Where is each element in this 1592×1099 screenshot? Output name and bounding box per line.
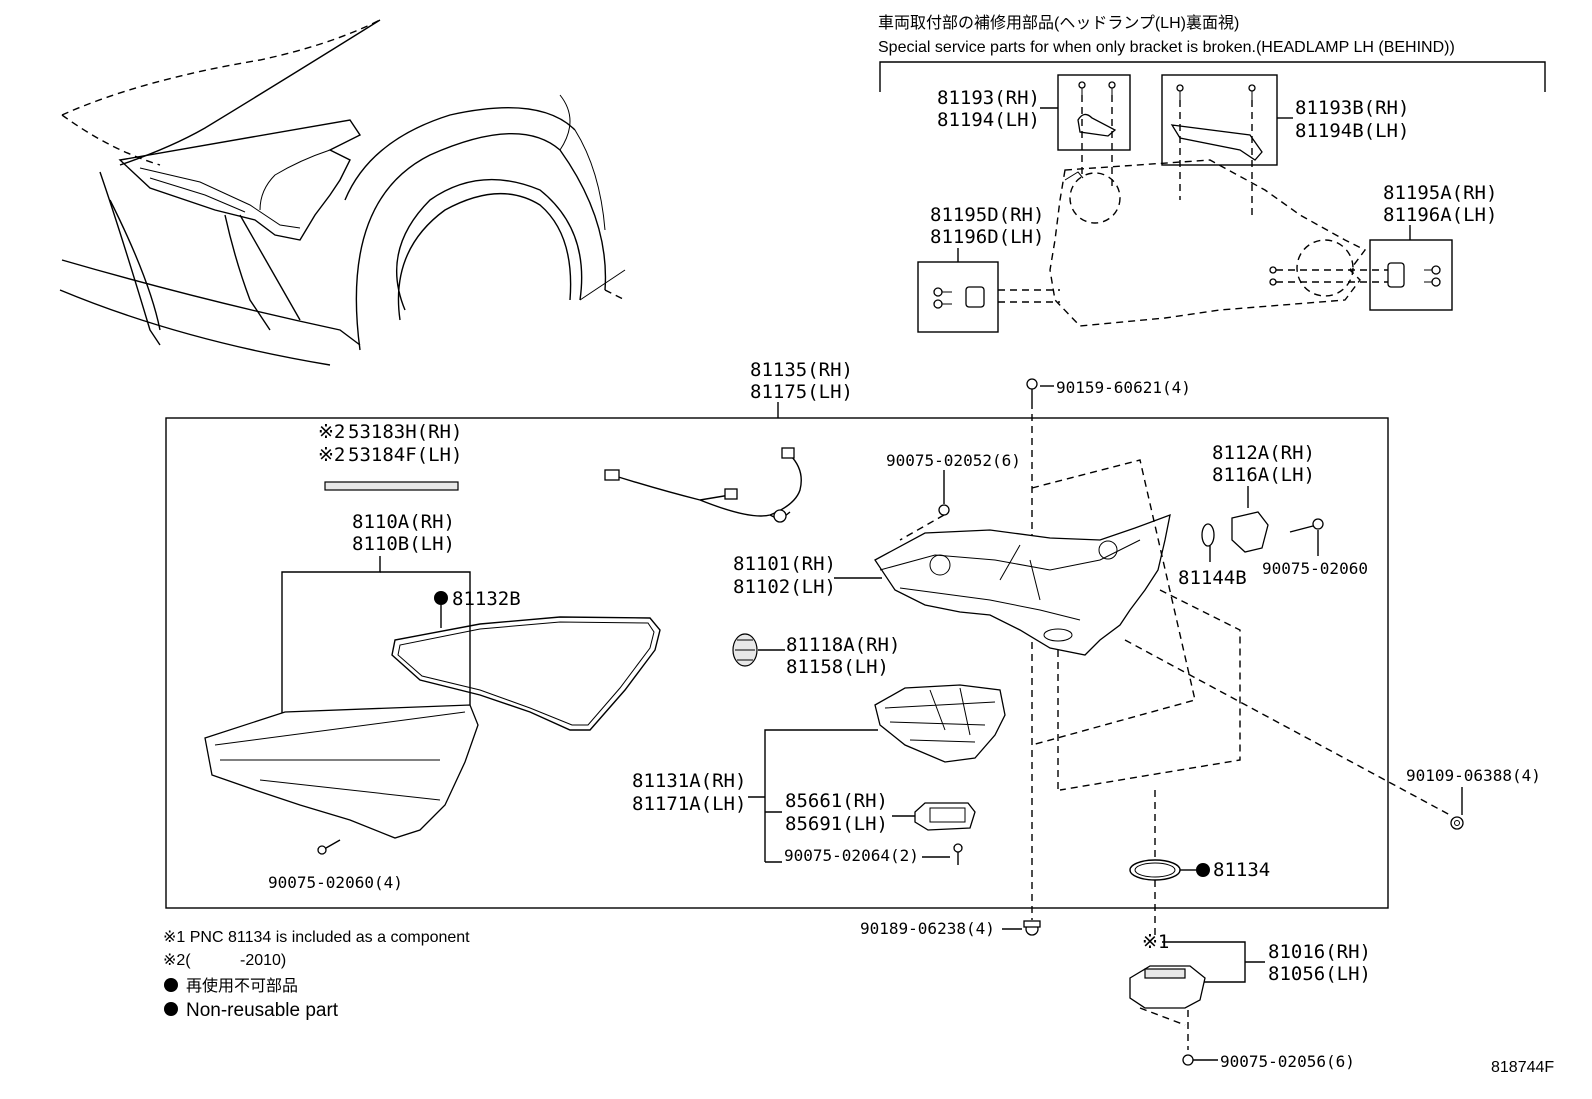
label-8110A: 8110A(RH) <box>352 511 455 533</box>
screw-icon <box>317 839 341 855</box>
label-8116A: 8116A(LH) <box>1212 464 1315 486</box>
label-81194: 81194(LH) <box>937 109 1040 131</box>
label-81118A: 81118A(RH) <box>786 634 900 656</box>
label-8112A: 8112A(RH) <box>1212 442 1315 464</box>
label-81158: 81158(LH) <box>786 656 889 678</box>
screw-icon <box>1424 265 1441 275</box>
label-81132B: 81132B <box>452 588 521 610</box>
headlamp-lens-8110A <box>204 704 479 839</box>
bolt-icon <box>1450 816 1464 830</box>
mark-2a: ※2 <box>318 421 345 443</box>
label-90189: 90189-06238(4) <box>860 919 995 938</box>
bracket-81193 <box>1077 113 1117 137</box>
car-front-illustration <box>59 19 626 366</box>
headlamp-assembly-group: 81135(RH) 81175(LH) 90159-60621(4) ※2 53… <box>165 359 1451 935</box>
label-85691: 85691(LH) <box>785 813 888 835</box>
screw-icon <box>1078 81 1086 95</box>
note-2-year: -2010) <box>240 952 286 969</box>
bracket-81195D-box <box>917 261 999 333</box>
label-53184F: 53184F(LH) <box>348 444 462 466</box>
screw-icon <box>938 498 950 516</box>
molding-strip-53183H <box>324 481 459 491</box>
non-reusable-dot-icon <box>1196 863 1210 877</box>
bracket-81195A <box>1387 262 1405 288</box>
label-81175: 81175(LH) <box>750 381 853 403</box>
screw-icon <box>1289 518 1324 533</box>
screw-icon <box>933 287 952 297</box>
label-90075-02056: 90075-02056(6) <box>1220 1052 1355 1071</box>
gasket-81132B <box>391 616 661 731</box>
label-81135: 81135(RH) <box>750 359 853 381</box>
label-81196A: 81196A(LH) <box>1383 204 1497 226</box>
label-81056: 81056(LH) <box>1268 963 1371 985</box>
bolt-icon <box>1026 378 1038 402</box>
screw-icon <box>933 299 952 309</box>
screw-icon <box>1248 84 1256 100</box>
non-reusable-dot-icon <box>164 978 178 992</box>
assembly-frame <box>165 417 1389 909</box>
non-reusable-dot-icon <box>434 591 448 605</box>
bracket-81195A-box <box>1369 239 1453 311</box>
notes: ※1 PNC 81134 is included as a component … <box>163 929 470 1021</box>
label-81195A: 81195A(RH) <box>1383 182 1497 204</box>
mark-1: ※1 <box>1142 931 1169 953</box>
note-2-mark: ※2( <box>163 952 191 969</box>
o-ring-81144B <box>1201 523 1215 547</box>
label-81144B: 81144B <box>1178 567 1247 589</box>
bracket-inset: 車両取付部の補修用部品(ヘッドランプ(LH)裏面視) Special servi… <box>878 13 1546 333</box>
wire-harness-81135 <box>611 454 802 521</box>
screw-icon <box>1424 277 1441 287</box>
bracket-81193-box <box>1057 74 1131 151</box>
inset-title-jp: 車両取付部の補修用部品(ヘッドランプ(LH)裏面視) <box>878 13 1239 32</box>
label-81196D: 81196D(LH) <box>930 226 1044 248</box>
bracket-81193B <box>1170 124 1263 161</box>
label-81101: 81101(RH) <box>733 553 836 575</box>
label-81131A: 81131A(RH) <box>632 770 746 792</box>
socket-8112A <box>1231 511 1269 553</box>
screw-icon <box>1108 81 1116 95</box>
label-90075-02060: 90075-02060 <box>1262 559 1368 578</box>
mark-2b: ※2 <box>318 444 345 466</box>
bracket-81193B-box <box>1161 74 1278 166</box>
note-1: ※1 PNC 81134 is included as a component <box>163 929 470 946</box>
screw-icon <box>953 843 963 865</box>
module-85661 <box>914 802 976 831</box>
label-81195D: 81195D(RH) <box>930 204 1044 226</box>
screw-icon <box>1176 84 1184 100</box>
figure-id: 818744F <box>1491 1059 1554 1076</box>
non-reusable-dot-icon <box>164 1002 178 1016</box>
label-90075-02064: 90075-02064(2) <box>784 846 919 865</box>
legend-jp: 再使用不可部品 <box>186 977 298 995</box>
label-90075-02052: 90075-02052(6) <box>886 451 1021 470</box>
label-8110B: 8110B(LH) <box>352 533 455 555</box>
label-81194B: 81194B(LH) <box>1295 120 1409 142</box>
bolt-icon <box>1023 920 1041 936</box>
label-81171A: 81171A(LH) <box>632 793 746 815</box>
label-90159: 90159-60621(4) <box>1056 378 1191 397</box>
headlamp-housing-81101 <box>874 513 1171 656</box>
inset-title-en: Special service parts for when only brac… <box>878 39 1455 56</box>
label-90109: 90109-06388(4) <box>1406 766 1541 785</box>
label-81193: 81193(RH) <box>937 87 1040 109</box>
label-81016: 81016(RH) <box>1268 941 1371 963</box>
label-90075-02060-4: 90075-02060(4) <box>268 873 403 892</box>
label-85661: 85661(RH) <box>785 790 888 812</box>
label-81193B: 81193B(RH) <box>1295 97 1409 119</box>
bulb-socket-81118A <box>732 633 758 667</box>
label-81102: 81102(LH) <box>733 576 836 598</box>
legend-en: Non-reusable part <box>186 1000 339 1021</box>
screw-icon <box>1182 1054 1218 1066</box>
label-53183H: 53183H(RH) <box>348 421 462 443</box>
bracket-81195D <box>965 286 985 308</box>
label-81134: 81134 <box>1213 859 1270 881</box>
